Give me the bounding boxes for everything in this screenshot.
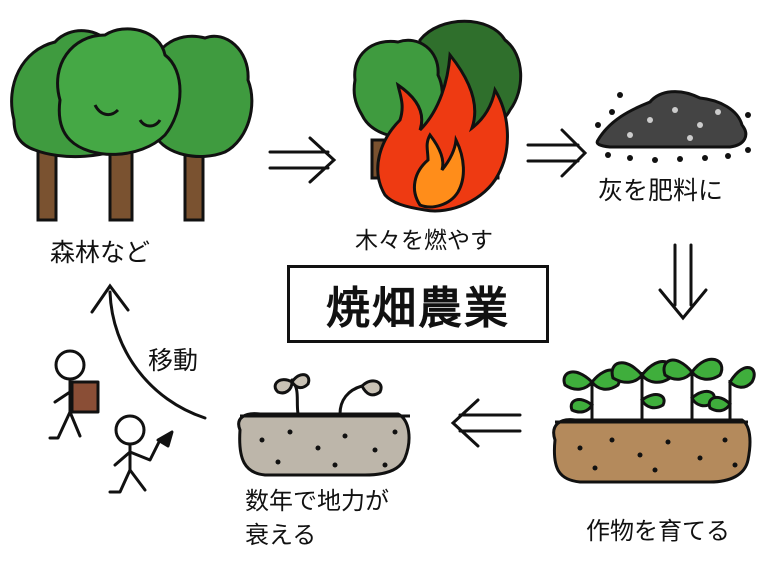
depleted-soil-icon [237,373,411,477]
title-box: 焼畑農業 [287,265,549,343]
people-moving-icon [48,349,174,494]
arrow-right-1-icon [268,136,337,184]
ash-pile-icon [595,90,751,163]
forest-icon [10,27,254,222]
step-crops-label: 作物を育てる [586,517,730,545]
arrow-down-icon [658,243,708,321]
step-burn-label: 木々を燃やす [355,228,493,254]
diagram-title: 焼畑農業 [326,283,510,334]
arrow-left-icon [450,398,522,448]
step-depleted-label-line1: 数年で地力が [245,487,389,515]
move-arrow-icon [90,283,207,420]
step-ash-label: 灰を肥料に [598,176,724,205]
step-move-label: 移動 [148,346,199,375]
crops-icon [552,357,756,484]
burning-trees-icon [352,19,523,213]
step-forest-label: 森林など [50,238,151,267]
arrow-right-2-icon [526,128,588,178]
step-depleted-label-line2: 衰える [245,521,317,549]
